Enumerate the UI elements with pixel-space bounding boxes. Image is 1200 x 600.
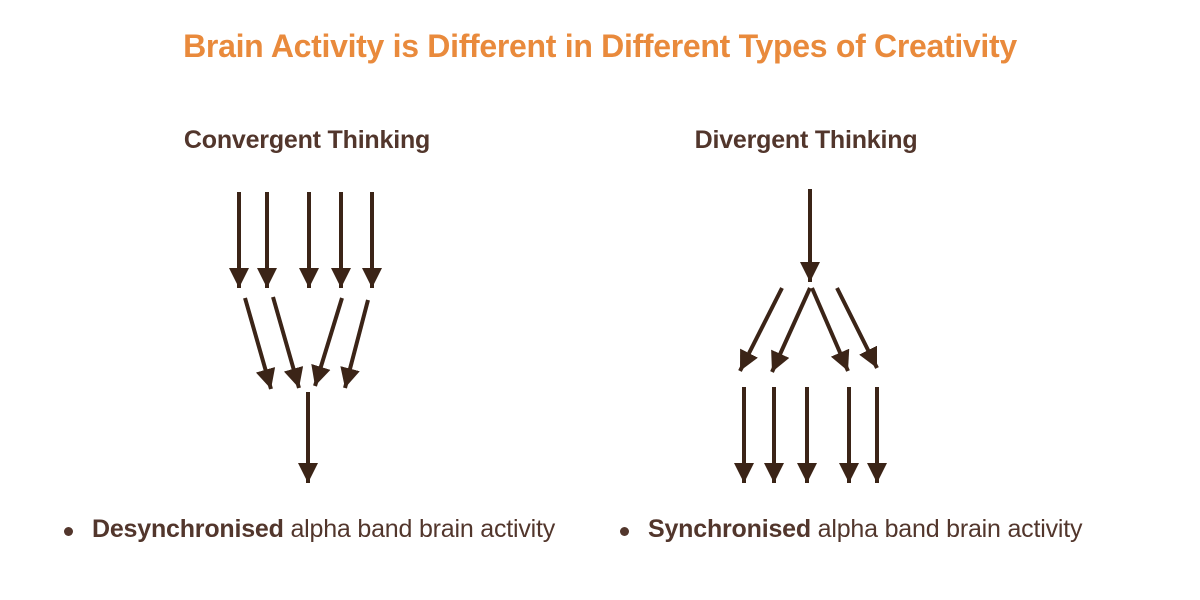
divergent-bullet-item: Synchronised alpha band brain activity: [620, 515, 1082, 544]
convergent-bullet-term: Desynchronised: [92, 515, 284, 543]
convergent-bullet-item: Desynchronised alpha band brain activity: [64, 515, 555, 544]
arrow-line: [835, 287, 879, 369]
arrow-line: [271, 296, 304, 389]
convergent-arrows: [229, 192, 382, 483]
arrow-line: [810, 287, 850, 372]
bullet-dot-icon: [620, 527, 629, 536]
divergent-bullet-label: Synchronised alpha band brain activity: [648, 515, 1082, 544]
arrow-line: [770, 287, 812, 373]
convergent-bullet-rest: alpha band brain activity: [283, 515, 556, 543]
arrow-line: [311, 297, 344, 387]
divergent-bullet-rest: alpha band brain activity: [810, 515, 1083, 543]
page-title: Brain Activity is Different in Different…: [183, 28, 1017, 64]
arrow-line: [738, 287, 784, 372]
divergent-arrows: [734, 189, 887, 483]
convergent-bullet-label: Desynchronised alpha band brain activity: [92, 515, 555, 544]
divergent-bullet-term: Synchronised: [648, 515, 811, 543]
convergent-thinking-heading: Convergent Thinking: [183, 126, 431, 154]
arrow-line: [340, 299, 370, 389]
bullet-dot-icon: [64, 527, 73, 536]
divergent-thinking-heading: Divergent Thinking: [694, 126, 918, 154]
arrow-line: [243, 297, 276, 390]
